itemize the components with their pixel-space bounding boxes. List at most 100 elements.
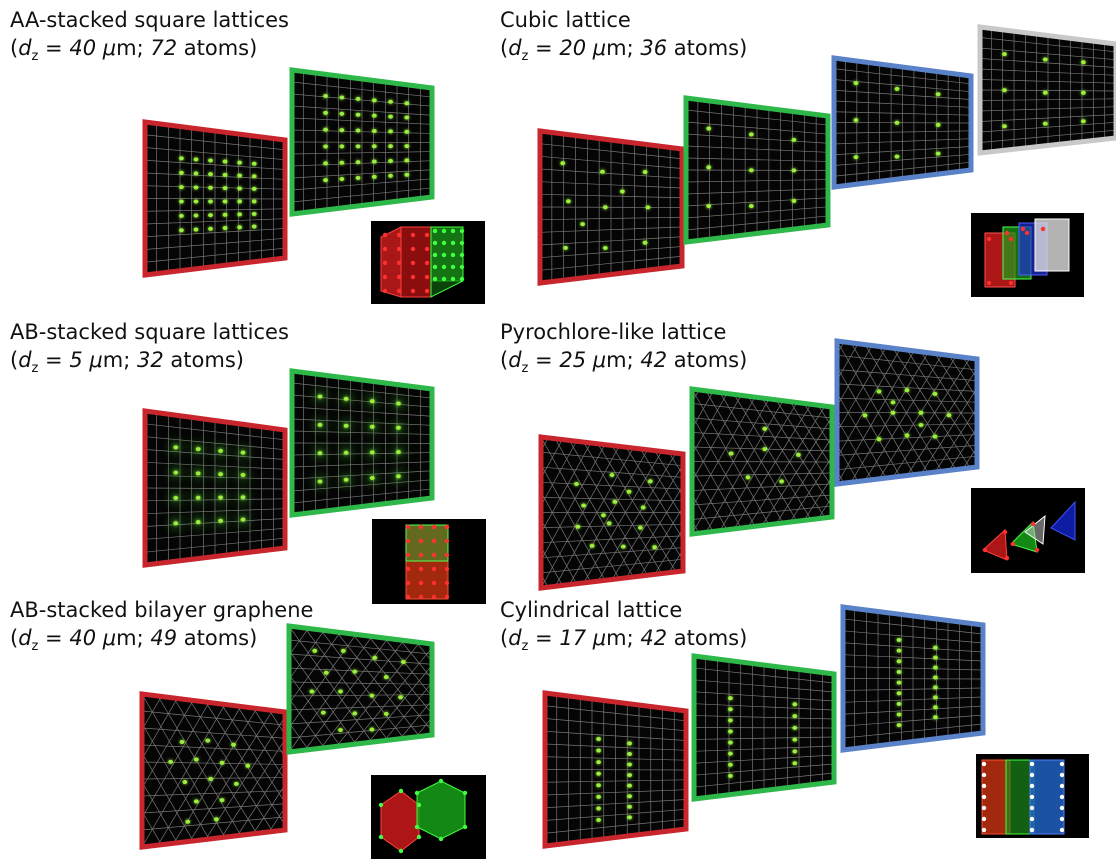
inset-atom <box>459 252 465 258</box>
grid-line <box>336 642 420 747</box>
atom <box>173 495 179 500</box>
atom <box>231 742 236 747</box>
atoms <box>596 736 632 822</box>
grid-line <box>336 631 420 737</box>
grid-line <box>640 506 684 577</box>
grid-line <box>288 649 357 745</box>
grid-line <box>144 237 286 250</box>
grid-line <box>540 444 606 561</box>
screen-frame <box>831 55 974 190</box>
inset-atom <box>1029 827 1035 833</box>
inset-graphene <box>371 775 486 859</box>
grid-line <box>836 392 887 479</box>
screen-frame <box>139 691 288 850</box>
screen-pyro-blue <box>834 338 980 487</box>
inset-atom <box>1020 226 1026 232</box>
atom <box>946 413 952 418</box>
inset-atom <box>459 264 465 270</box>
atoms <box>896 638 938 728</box>
atom <box>339 111 345 116</box>
atom <box>580 222 585 227</box>
inset-atom <box>981 827 987 833</box>
grid-line <box>761 416 833 526</box>
atom <box>179 740 185 744</box>
atom <box>251 211 257 216</box>
atom <box>791 168 797 173</box>
atom <box>208 776 214 781</box>
atom <box>896 638 902 642</box>
grid-line <box>291 187 433 203</box>
atoms <box>853 81 941 160</box>
atom <box>933 695 938 700</box>
grid-line <box>934 353 978 419</box>
grid-line <box>691 393 728 456</box>
inset-atom <box>441 252 447 258</box>
atom <box>355 160 361 165</box>
inset-atom <box>982 547 988 553</box>
atom <box>182 780 188 785</box>
screen-frame <box>542 690 689 849</box>
inset-atom <box>1030 521 1036 527</box>
atom <box>894 154 900 159</box>
grid-line <box>625 447 684 540</box>
atom <box>404 115 410 120</box>
grid-line <box>141 704 226 848</box>
atom <box>218 448 224 453</box>
screen-cubic-gray <box>977 24 1116 156</box>
grid-line <box>979 121 1116 133</box>
atom <box>627 751 632 756</box>
inset-atom <box>424 232 430 238</box>
grid-line <box>268 709 286 735</box>
atom <box>933 655 938 660</box>
atom <box>369 727 375 732</box>
atom <box>792 737 798 742</box>
grid-line <box>733 404 812 530</box>
caption-title: AA-stacked square lattices <box>10 8 289 32</box>
inset-atom <box>396 260 402 266</box>
grid-line <box>320 640 404 749</box>
atom <box>1002 52 1007 57</box>
grid-lines <box>842 608 984 749</box>
atom <box>173 470 179 475</box>
atom <box>222 226 228 231</box>
atom <box>323 178 328 183</box>
atom <box>317 451 323 456</box>
grid-lines <box>691 388 833 535</box>
screen-cyl-green <box>691 653 837 802</box>
grid-line <box>540 439 563 479</box>
atom <box>343 477 349 482</box>
grid-line <box>288 630 325 680</box>
atom <box>1080 60 1086 65</box>
grid-line <box>221 703 286 803</box>
inset-atom <box>1059 816 1065 822</box>
screen-ab-green <box>289 368 435 518</box>
inset-atom <box>396 288 402 294</box>
inset-atom <box>396 274 402 280</box>
grid-line <box>544 818 687 834</box>
atom <box>894 120 900 125</box>
grid-line <box>691 396 756 508</box>
atoms <box>560 161 651 250</box>
atom <box>398 695 403 700</box>
atom <box>596 736 601 741</box>
grid-line <box>836 369 978 381</box>
atom <box>372 655 378 660</box>
atom <box>933 665 938 670</box>
grid-line <box>833 122 972 124</box>
inset-atom <box>398 788 404 794</box>
grid-line <box>685 206 829 219</box>
atom <box>401 659 406 664</box>
caption-params: (dz = 20 μm; 36 atoms) <box>500 36 748 64</box>
inset-atom <box>405 566 411 572</box>
atom <box>343 423 349 428</box>
grid-line <box>189 699 273 832</box>
atom <box>600 169 605 174</box>
atom <box>237 212 243 217</box>
caption-params: (dz = 40 μm; 49 atoms) <box>10 626 258 654</box>
caption-params: (dz = 5 μm; 32 atoms) <box>10 348 244 376</box>
inset-face <box>1050 500 1076 541</box>
grid-line <box>288 628 309 656</box>
atom <box>369 424 375 429</box>
atom <box>339 95 345 100</box>
